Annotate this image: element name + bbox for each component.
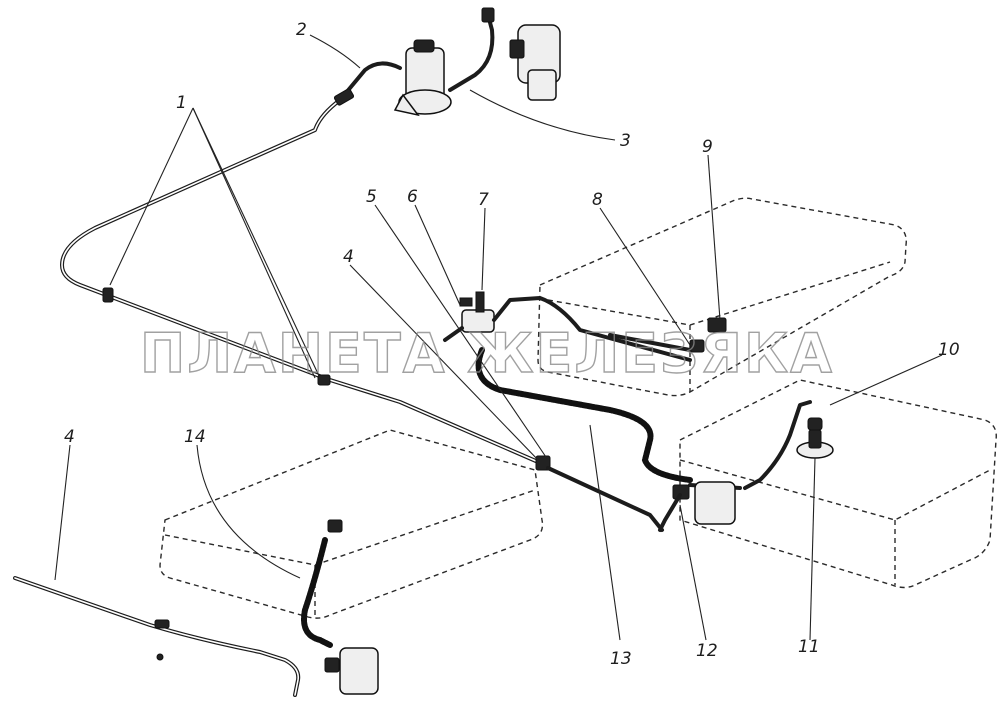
fuel-pipe-to-carburetor xyxy=(448,7,495,92)
callout-5: 5 xyxy=(366,187,377,207)
callout-13: 13 xyxy=(610,649,632,669)
pipe-clip xyxy=(317,374,331,386)
fuel-filter-left xyxy=(324,647,379,695)
fuel-pipe-tank-to-filter xyxy=(688,400,812,490)
callout-8: 8 xyxy=(592,190,603,210)
callout-12: 12 xyxy=(696,641,718,661)
pipe-nut xyxy=(333,88,355,106)
fuel-pipe-to-pump xyxy=(333,61,402,106)
callout-14: 14 xyxy=(184,427,206,447)
fuel-pipe-left xyxy=(13,576,301,697)
watermark: ПЛАНЕТА ЖЕЛЕЗЯКА xyxy=(140,322,834,385)
tank-sender xyxy=(796,417,834,459)
fuel-hose-braided xyxy=(475,347,693,483)
callout-1: 1 xyxy=(176,93,187,113)
callout-11: 11 xyxy=(798,637,820,657)
fuel-pump xyxy=(393,39,452,117)
fuel-pipe-main xyxy=(60,98,551,471)
callout-2: 2 xyxy=(296,20,307,40)
tank-lower-left xyxy=(159,429,544,619)
carburetor xyxy=(509,24,561,101)
callout-7: 7 xyxy=(478,190,489,210)
fuel-filter-right xyxy=(658,481,736,532)
tank-upper-right xyxy=(537,197,907,397)
callout-4-upper: 4 xyxy=(343,247,354,267)
callout-9: 9 xyxy=(702,137,713,157)
pipe-clip xyxy=(102,287,114,303)
tank-outlet-upper xyxy=(608,317,727,353)
tank-lower-right xyxy=(679,379,997,589)
fuel-hose-left xyxy=(301,519,343,648)
pipe-connector xyxy=(535,455,551,471)
pipe-nut xyxy=(481,7,495,23)
callout-4-lower: 4 xyxy=(64,427,75,447)
callout-10: 10 xyxy=(938,340,960,360)
fuel-pipe-connector-to-filter xyxy=(546,466,664,532)
callout-3: 3 xyxy=(620,131,631,151)
callout-6: 6 xyxy=(407,187,418,207)
leader-lines xyxy=(54,34,943,641)
